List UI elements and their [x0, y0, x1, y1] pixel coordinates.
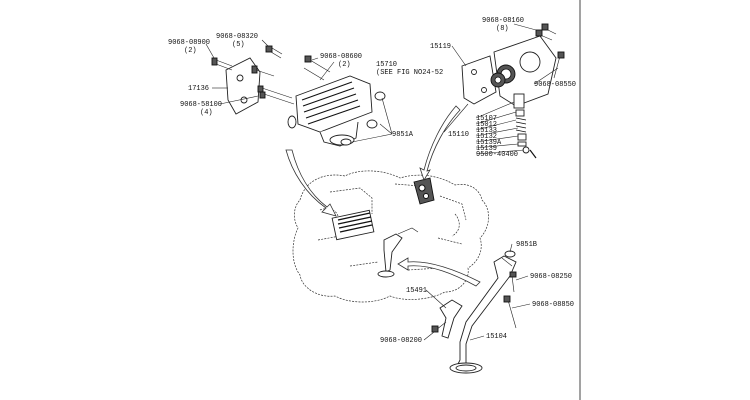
label-9068-08320: 9068-08320 [216, 33, 258, 41]
label-9068-08320-qty: (5) [232, 41, 245, 49]
label-17136: 17136 [188, 85, 209, 93]
label-9851B: 9851B [516, 241, 537, 249]
label-15710-ref: (SEE FIG NO24-52 [376, 69, 443, 77]
label-15104: 15104 [486, 333, 507, 341]
label-15133: 15133 [476, 127, 497, 135]
oil-cooler-installed [331, 209, 375, 241]
label-15012: 15012 [476, 121, 497, 129]
label-15132: 15132 [476, 133, 497, 141]
label-9068-58100-qty: (4) [200, 109, 213, 117]
label-15710: 15710 [376, 61, 397, 69]
label-9068-08900-qty: (2) [184, 47, 197, 55]
label-9068-58100: 9068-58100 [180, 101, 222, 109]
label-9068-08200: 9068-08200 [380, 337, 422, 345]
label-9068-08250: 9068-08250 [530, 273, 572, 281]
label-15110: 15110 [448, 131, 469, 139]
label-9068-08900: 9068-08900 [168, 39, 210, 47]
label-9068-08600-qty: (2) [338, 61, 351, 69]
label-15491: 15491 [406, 287, 427, 295]
label-15119: 15119 [430, 43, 451, 51]
oil-pump-assembly [461, 23, 565, 159]
part-labels: 9068-08900 (2) 9068-08320 (5) 9068-08600… [168, 17, 576, 345]
oil-cooler-assembly [211, 45, 386, 147]
label-9068-08550: 9068-08550 [534, 81, 576, 89]
arrow-tube-to-engine [397, 257, 481, 287]
label-9068-08850: 9068-08850 [532, 301, 574, 309]
label-15139: 15139 [476, 145, 497, 153]
arrow-pump-to-engine [419, 105, 461, 181]
label-15139A: 15139A [476, 139, 502, 147]
label-9851A: 9851A [392, 131, 414, 139]
label-15107: 15107 [476, 115, 497, 123]
arrow-cooler-to-engine [285, 149, 337, 217]
label-9068-08600: 9068-08600 [320, 53, 362, 61]
dipstick-installed [377, 227, 419, 278]
dipstick-tube-assembly [431, 250, 517, 374]
oil-pump-installed [413, 177, 435, 205]
label-9500-40400: 9500-40400 [476, 151, 518, 159]
label-9068-08160: 9068-08160 [482, 17, 524, 25]
leader-lines [205, 23, 559, 341]
label-9068-08160-qty: (8) [496, 25, 509, 33]
